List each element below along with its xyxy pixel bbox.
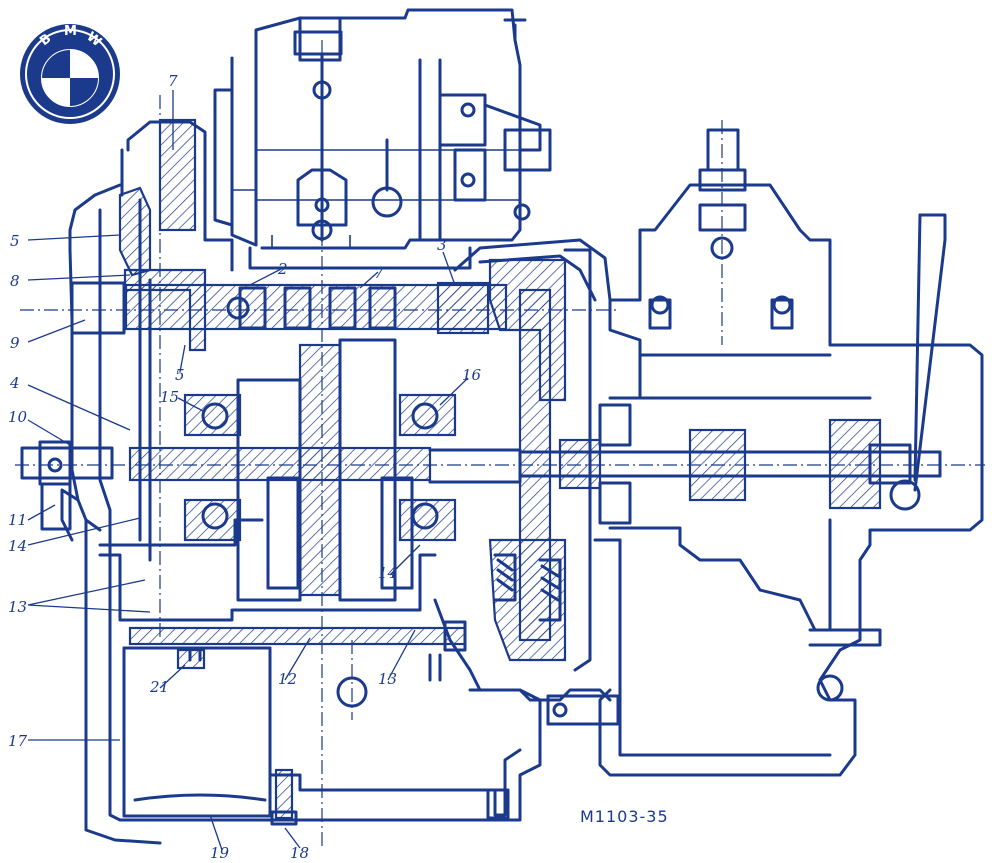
callout-labels: 7 5 8 9 4 10 11 14 13 17 2 7 3 5 15 16 1…: [8, 72, 482, 862]
front-timing-cover: [60, 118, 302, 845]
callout-14-left: 14: [8, 537, 27, 555]
callout-7-mid: 7: [374, 264, 384, 282]
callout-3: 3: [437, 236, 447, 254]
callout-2: 2: [277, 260, 288, 278]
callout-8: 8: [10, 272, 20, 290]
oil-pump-shaft: [128, 620, 467, 652]
callout-11: 11: [8, 511, 27, 529]
callout-7-top: 7: [168, 72, 178, 90]
callout-5-mid: 5: [175, 366, 185, 384]
oil-filter: [122, 646, 272, 818]
gearbox-housing: [593, 128, 984, 777]
callout-4: 4: [9, 374, 20, 392]
main-bearings: [183, 393, 457, 542]
drain-plug: [270, 768, 298, 826]
bmw-logo: B M W: [20, 24, 120, 124]
centerlines: [15, 40, 985, 850]
callout-5-left: 5: [10, 232, 20, 250]
crankshaft: [20, 338, 522, 602]
callout-12: 12: [278, 670, 297, 688]
callout-13-right: 13: [378, 670, 397, 688]
callout-14-right: 14: [378, 564, 397, 582]
callout-18: 18: [290, 844, 309, 862]
callout-17: 17: [8, 732, 28, 750]
cylinder-head-block: [213, 8, 552, 270]
callout-19: 19: [210, 844, 230, 862]
leader-lines: [27, 90, 469, 851]
callout-16: 16: [462, 366, 482, 384]
gearbox-mainshaft: [518, 403, 942, 525]
callout-15: 15: [160, 388, 179, 406]
logo-letter-m: M: [64, 24, 77, 39]
callout-9: 9: [10, 334, 20, 352]
callout-13-left: 13: [8, 598, 27, 616]
drawing-code: M1103-35: [580, 807, 669, 826]
camshaft: [70, 281, 508, 335]
callout-21: 21: [149, 678, 169, 696]
callout-10: 10: [8, 408, 28, 426]
